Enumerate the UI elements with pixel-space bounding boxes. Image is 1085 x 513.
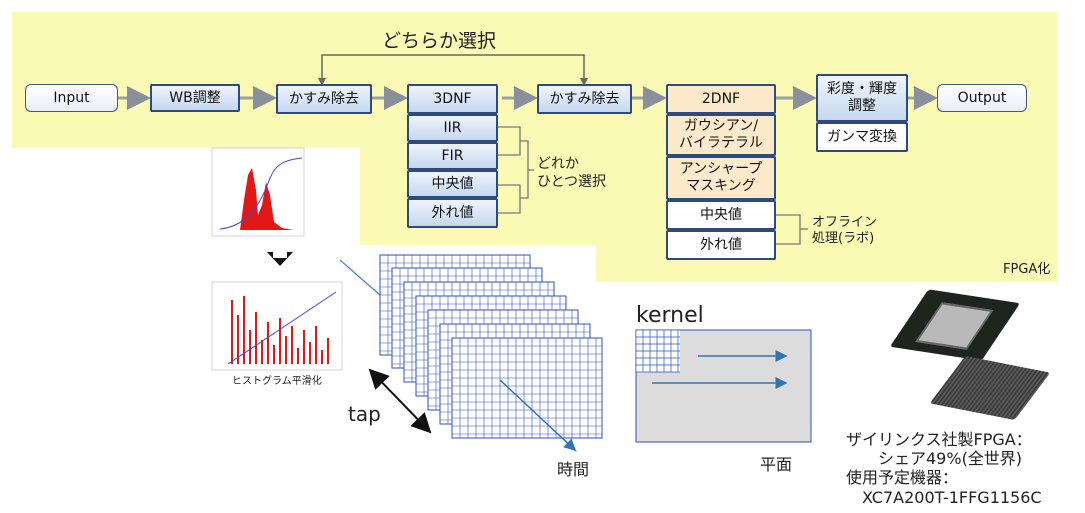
dehaze-box-2: かすみ除去 <box>537 84 632 114</box>
time-arrow-overlay <box>499 379 576 451</box>
offline-label: オフライン 処理(ラボ) <box>812 215 878 247</box>
fpga-label: FPGA化 <box>1003 262 1051 277</box>
either-bracket <box>321 54 585 84</box>
tap-arrow <box>368 368 432 434</box>
dnf2-box: 2DNF <box>666 84 776 114</box>
dnf3-option-median: 中央値 <box>407 170 498 198</box>
time-arrowhead <box>566 441 577 452</box>
dehaze-box-1: かすみ除去 <box>276 84 372 114</box>
tap-label: tap <box>348 402 381 426</box>
dnf2-option-outlier: 外れ値 <box>666 230 776 260</box>
output-box: Output <box>937 84 1027 112</box>
dnf2-option-unsharp: アンシャープ マスキング <box>666 156 776 200</box>
either-label: どちらか選択 <box>382 30 497 52</box>
wb-box: WB調整 <box>150 84 240 112</box>
xilinx-label: ザイリンクス社製FPGA： シェア49%(全世界) 使用予定機器： XC7A20… <box>846 430 1042 507</box>
kernel-grid <box>635 329 680 373</box>
dnf2-option-gaussian: ガウシアン/ バイラテラル <box>666 114 776 156</box>
dnf3-option-fir: FIR <box>407 142 498 170</box>
histogram-before <box>211 147 305 237</box>
dnf3-box: 3DNF <box>407 84 498 114</box>
frame-grid <box>451 337 603 439</box>
dnf3-option-outlier: 外れ値 <box>407 198 498 228</box>
gamma-box: ガンマ変換 <box>816 122 908 152</box>
choose-one-label: どれか ひとつ選択 <box>537 156 607 190</box>
histogram-label: ヒストグラム平滑化 <box>232 376 322 387</box>
time-label: 時間 <box>557 460 590 479</box>
tap-pointer-line <box>339 259 381 296</box>
dnf3-option-iir: IIR <box>407 114 498 142</box>
plane-label: 平面 <box>760 455 793 474</box>
choose-one-brackets <box>498 126 534 214</box>
offline-bracket <box>776 214 808 245</box>
dnf2-option-median: 中央値 <box>666 200 776 230</box>
kernel-label: kernel <box>636 303 704 328</box>
histogram-after <box>211 281 343 371</box>
input-box: Input <box>25 84 118 112</box>
color-adjust-box: 彩度・輝度 調整 <box>816 74 908 122</box>
down-arrow-icon <box>267 252 293 266</box>
